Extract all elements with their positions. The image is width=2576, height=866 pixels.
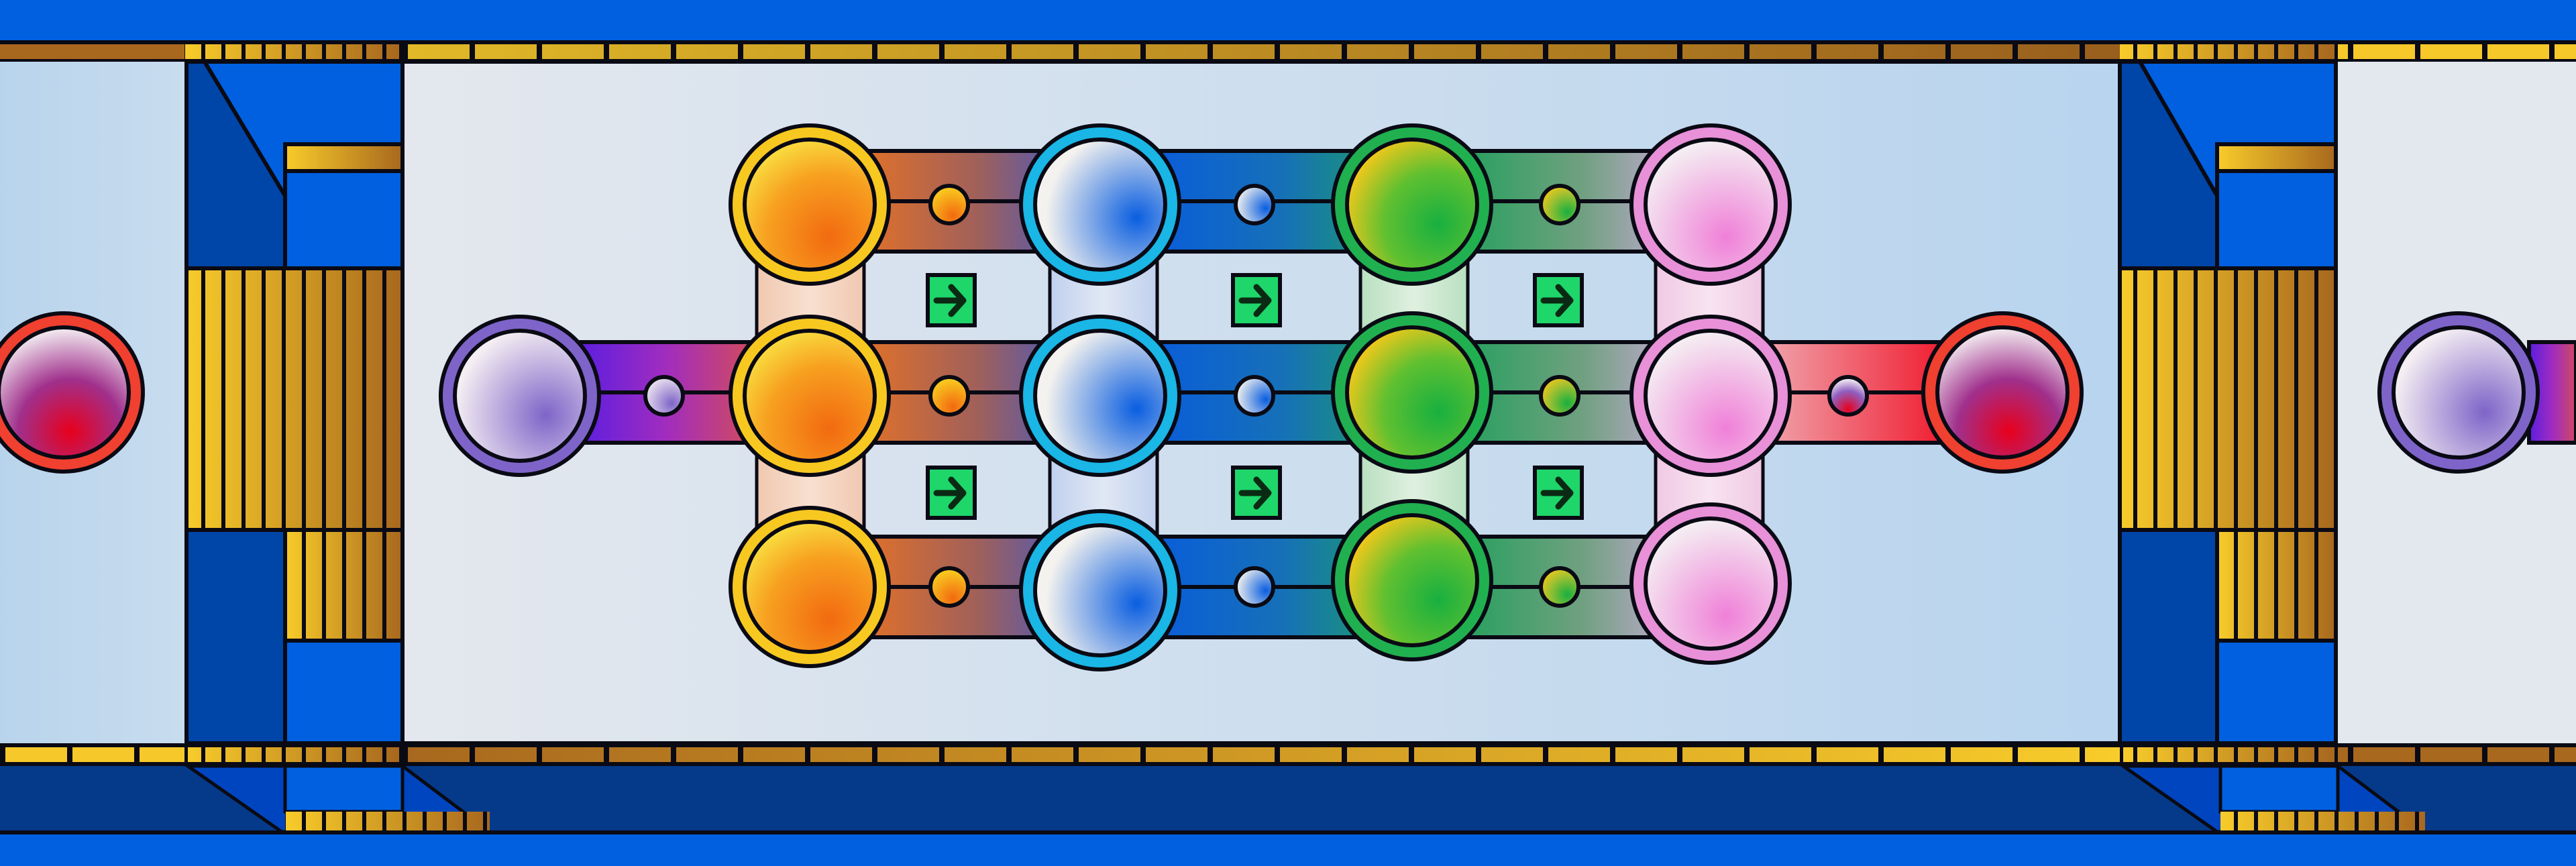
arrow-tiles [926,273,1584,520]
arrow-right-icon [1533,466,1584,520]
arrow-right-icon [1533,273,1584,327]
arrow-right-icon [926,466,977,520]
arrow-right-icon [926,273,977,327]
neuron-nodes [439,123,2084,671]
left-edge-output-node [0,311,145,474]
bottom-sky-band [0,832,2576,866]
bottom-trim [0,743,2576,834]
top-trim [0,40,2576,62]
arrow-right-icon [1231,273,1282,327]
arrow-right-icon [1231,466,1282,520]
right-pillar [2118,60,2338,745]
left-pillar [184,60,405,745]
weight-nodes [643,184,1869,608]
top-sky-band [0,0,2576,40]
right-edge-input-node [2377,311,2576,474]
